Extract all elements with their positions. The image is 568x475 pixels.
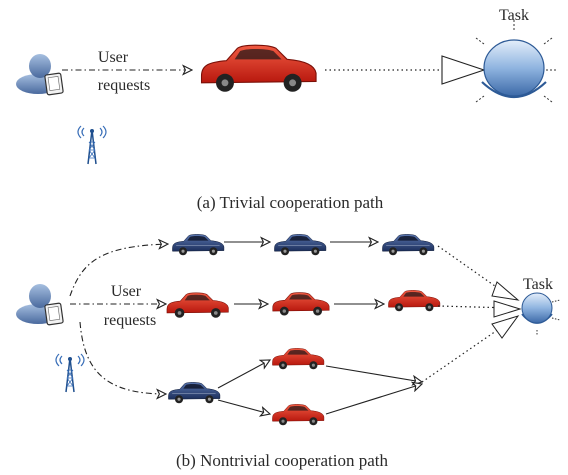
task-label-b: Task [523, 276, 553, 293]
caption-a: (a) Trivial cooperation path [197, 193, 384, 212]
antenna-tower-icon [77, 125, 107, 165]
user-icon [15, 53, 64, 96]
blue-car-icon [274, 234, 327, 256]
task-node-icon [475, 20, 558, 103]
requests-label-a: requests [98, 77, 150, 94]
red-car-icon [166, 292, 229, 319]
user-icon [15, 283, 64, 326]
user-label-b: User [111, 283, 142, 300]
caption-b: (b) Nontrivial cooperation path [176, 451, 388, 470]
red-car-icon [272, 348, 325, 370]
task-node-icon [521, 282, 561, 336]
task-label-a: Task [499, 7, 529, 24]
requests-label-b: requests [104, 312, 156, 329]
blue-car-icon [168, 382, 221, 404]
red-car-icon [388, 290, 441, 312]
blue-car-icon [172, 234, 225, 256]
panel-a: User requests Task (a) Trivial cooperati… [15, 7, 558, 212]
antenna-tower-icon [55, 353, 85, 393]
red-car-icon [200, 44, 317, 93]
blue-car-icon [382, 234, 435, 256]
task-arrowhead [441, 55, 486, 85]
request-paths [69, 244, 168, 394]
red-car-icon [272, 404, 325, 426]
panel-b: User requests [15, 234, 561, 470]
user-label-a: User [98, 49, 129, 66]
red-car-icon [272, 292, 330, 316]
